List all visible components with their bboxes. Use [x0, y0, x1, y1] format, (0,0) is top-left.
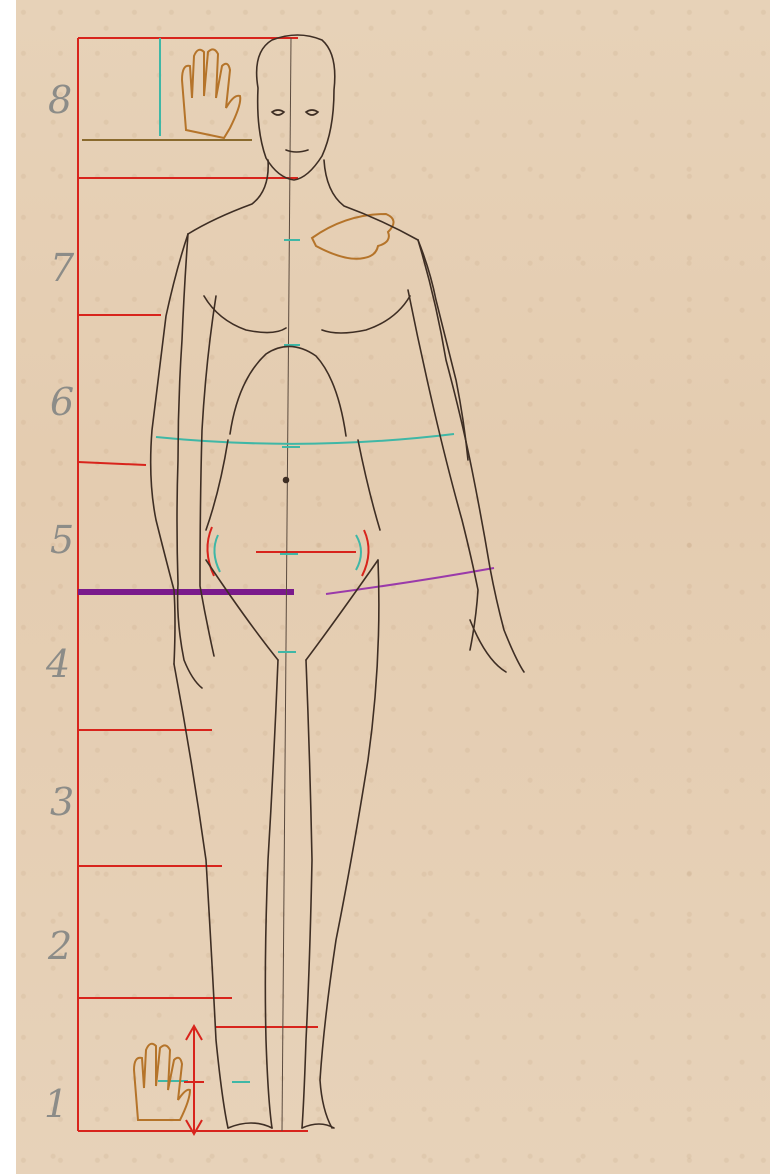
figure-outline: [151, 35, 524, 1128]
proportion-ruler: [78, 38, 356, 1131]
figure-sketch: [16, 0, 770, 1174]
center-line: [282, 38, 291, 1131]
drawing-canvas: 8 7 6 5 4 3 2 1: [16, 0, 770, 1174]
